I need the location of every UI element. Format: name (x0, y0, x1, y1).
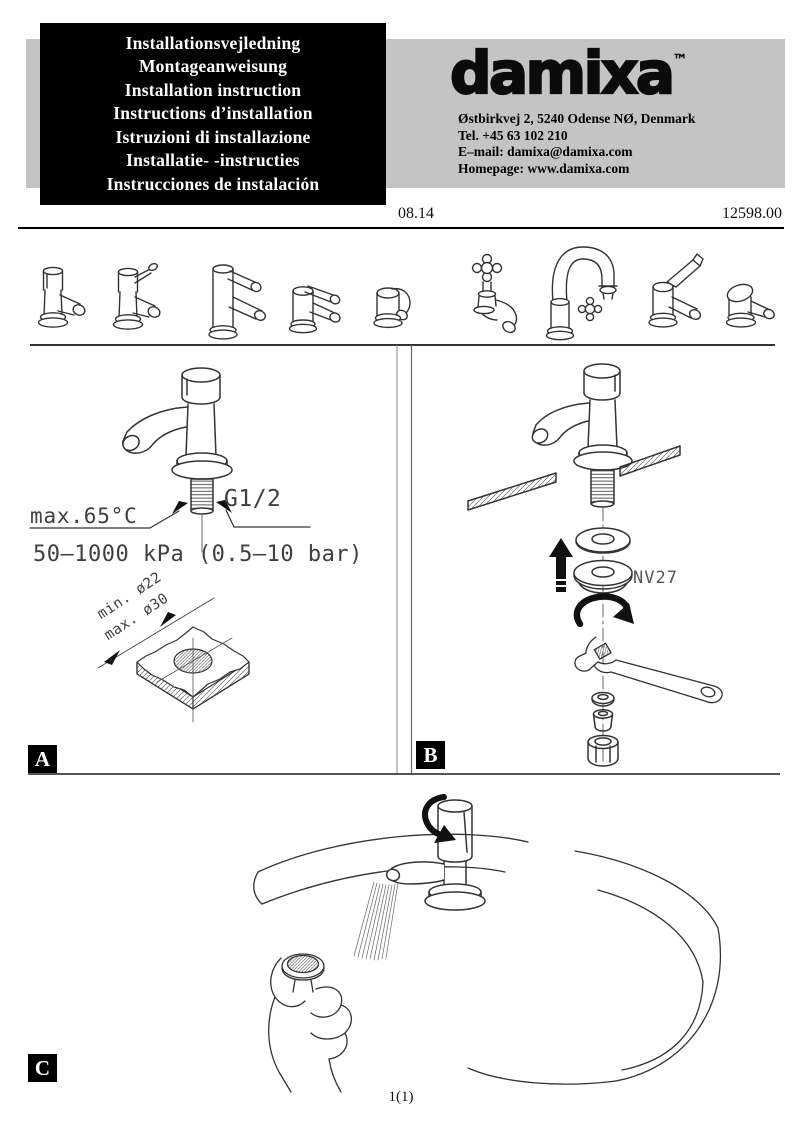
title-en: Installation instruction (124, 79, 302, 100)
document-number: 12598.00 (722, 205, 782, 222)
panel-c-rotation-arrow (422, 794, 456, 843)
panel-b-illustration (467, 363, 723, 767)
up-arrow (549, 538, 573, 592)
tap-icon-flat-lever (648, 253, 704, 328)
step-label-a: A (28, 745, 57, 773)
page-number: 1(1) (388, 1089, 414, 1105)
panel-c-faucet (385, 799, 486, 911)
panel-b-rotation-arrow (573, 593, 634, 628)
tap-icon-curved-spout (373, 287, 411, 329)
step-label-c: C (28, 1054, 57, 1082)
address-line: Østbirkvej 2, 5240 Odense NØ, Denmark (458, 111, 696, 126)
wrench-size-label: NV27 (633, 568, 678, 588)
company-address-block: Østbirkvej 2, 5240 Odense NØ, Denmark Te… (458, 111, 695, 177)
title-fr: Instructions d’installation (113, 103, 313, 124)
tap-icon-tall-lever (208, 264, 267, 340)
trademark-symbol: ™ (672, 51, 688, 70)
email-line: E–mail: damixa@damixa.com (458, 144, 633, 160)
tap-icon-compact-lever (288, 285, 341, 334)
brand-logo: damixa™ (449, 43, 688, 103)
title-it: Istruzioni di installazione (115, 126, 311, 147)
product-row-illustration (37, 246, 775, 341)
tap-icon-pillar-lever (112, 262, 161, 330)
basin-outline (253, 833, 722, 1085)
panel-b-faucet (467, 363, 681, 511)
title-es: Instrucciones de instalación (106, 173, 320, 194)
panel-c-illustration (253, 794, 722, 1093)
title-nl: Installatie- -instructies (126, 150, 300, 171)
phone-line: Tel. +45 63 102 210 (458, 127, 568, 143)
revision-date: 08.14 (398, 205, 434, 222)
pressure-range-label: 50–1000 kPa (0.5–10 bar) (33, 542, 363, 567)
title-de: Montageanweisung (138, 56, 288, 77)
panel-b-washers (573, 527, 633, 594)
step-label-b: B (416, 741, 445, 769)
panel-b-fasteners (587, 691, 619, 767)
max-temperature-label: max.65°C (30, 504, 138, 528)
header-rule (18, 227, 784, 229)
panel-bottom-rule (28, 773, 780, 775)
title-box: Installationsvejledning Montageanweisung… (40, 23, 386, 205)
tap-icon-rounded (725, 283, 775, 328)
product-row-rule (30, 344, 775, 346)
water-stream (353, 881, 399, 961)
tap-icon-pillar (37, 266, 86, 328)
panel-dividers (396, 345, 413, 773)
wrench-illustration (574, 636, 723, 704)
damixa-wordmark: damixa (449, 39, 676, 107)
title-da: Installationsvejledning (125, 33, 301, 54)
tap-icon-gooseneck (545, 246, 618, 341)
homepage-line: Homepage: www.damixa.com (458, 160, 630, 176)
hand-with-aerator (268, 953, 352, 1093)
thread-size-label: G1/2 (224, 486, 282, 512)
tap-icon-cross-handle (471, 253, 518, 334)
